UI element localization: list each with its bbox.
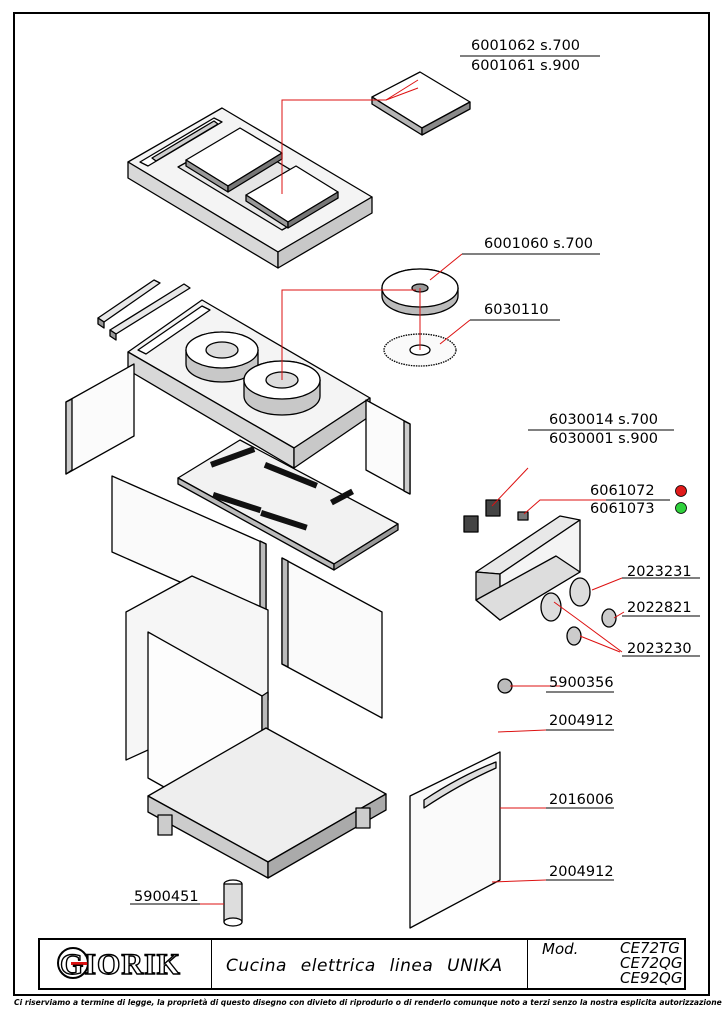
part-number-label: 2022821 — [627, 600, 692, 616]
model-label: Mod. — [542, 940, 579, 958]
part-number-label: 6001061 s.900 — [471, 58, 581, 74]
trim-strips — [97, 279, 191, 341]
rear-panel — [281, 557, 383, 719]
logo-cell: GIORIK — [40, 940, 212, 988]
part-number-label: 6061072 — [590, 483, 655, 499]
control-box — [475, 515, 581, 621]
adjustable-foot — [223, 879, 243, 927]
model-code: CE72QG — [620, 954, 683, 972]
cabinet-body — [125, 575, 387, 879]
part-number-label: 6001062 s.700 — [471, 38, 581, 54]
model-cell: Mod. CE72TG CE72QG CE92QG — [528, 940, 684, 988]
part-number-label: 2004912 — [549, 864, 614, 880]
sheet-border — [13, 12, 710, 996]
part-number-label: 5900356 — [549, 675, 614, 691]
side-panel-right — [365, 399, 411, 495]
part-number-label: 6030110 — [484, 302, 549, 318]
cooktop-upper-assembly — [127, 107, 373, 269]
part-number-label: 6030001 s.900 — [549, 431, 659, 447]
part-number-label: 6001060 s.700 — [484, 236, 594, 252]
part-number-label: 2023231 — [627, 564, 692, 580]
leader-lines — [138, 79, 625, 905]
copyright-footer: Ci riserviamo a termine di legge, la pro… — [14, 998, 724, 1007]
square-hotplate — [371, 71, 471, 136]
part-number-label: 6061073 — [590, 501, 655, 517]
part-number-label: 6030014 s.700 — [549, 412, 659, 428]
part-number-label: 2016006 — [549, 792, 614, 808]
indicator-red — [675, 485, 687, 497]
model-code: CE92QG — [620, 969, 683, 987]
switch-board — [177, 439, 399, 571]
part-number-label: 5900451 — [134, 889, 199, 905]
logo-text: GIORIK — [59, 947, 182, 981]
part-number-label: 2004912 — [549, 713, 614, 729]
description-cell: Cucina elettrica linea UNIKA — [212, 940, 528, 988]
callout-underlines — [130, 55, 700, 905]
drawing-description: Cucina elettrica linea UNIKA — [226, 956, 503, 976]
model-code: CE72TG — [620, 939, 680, 957]
indicator-green — [675, 502, 687, 514]
giorik-logo-icon — [57, 947, 90, 979]
part-number-label: 2023230 — [627, 641, 692, 657]
door — [409, 751, 501, 929]
cooktop-round-assembly — [127, 299, 371, 469]
title-block: GIORIK Cucina elettrica linea UNIKA Mod.… — [38, 938, 686, 990]
switch-blocks — [463, 499, 529, 533]
knob-dials — [497, 577, 617, 694]
side-panel-left — [65, 363, 135, 475]
